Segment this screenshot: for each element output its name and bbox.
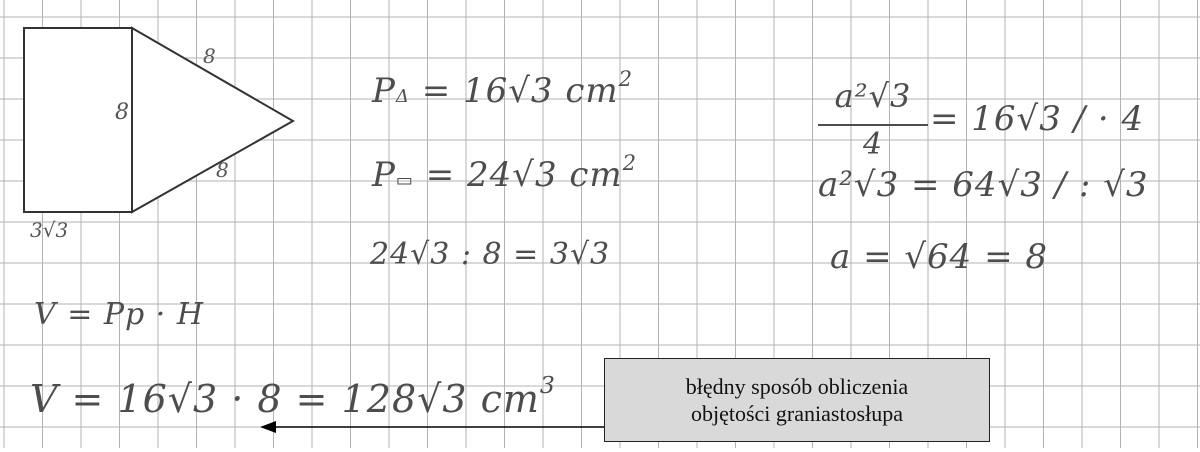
fraction-bar [818, 124, 928, 126]
volume-formula: V = Pp · H [34, 297, 205, 332]
area-triangle-line: PΔ = 16√3 cm2 [372, 68, 633, 111]
volume-calculation-line: V = 16√3 · 8 = 128√3 cm3 [30, 373, 556, 421]
callout-arrow [260, 421, 604, 433]
label-side-middle: 8 [115, 100, 129, 125]
area-triangle-symbol: P [372, 71, 396, 111]
volume-calculation: V = 16√3 · 8 = 128√3 cm [30, 377, 540, 421]
area-rectangle-exponent: 2 [622, 150, 638, 175]
area-triangle-subscript: Δ [395, 86, 410, 107]
area-rectangle-subscript: ▭ [395, 170, 414, 191]
equation-1-rhs: = 16√3 / · 4 [930, 99, 1145, 139]
equation-2: a²√3 = 64√3 / : √3 [818, 165, 1149, 205]
callout-line-1: błędny sposób obliczenia [685, 373, 909, 399]
area-triangle-value: = 16√3 cm [421, 71, 619, 111]
fraction-numerator: a²√3 [834, 77, 912, 115]
fraction-denominator: 4 [862, 127, 884, 162]
prism-net-figure [23, 26, 296, 214]
division-line: 24√3 : 8 = 3√3 [370, 237, 611, 272]
equation-3: a = √64 = 8 [830, 237, 1049, 277]
volume-exponent: 3 [539, 371, 556, 399]
area-rectangle-line: P▭ = 24√3 cm2 [372, 152, 637, 195]
area-rectangle-symbol: P [372, 155, 396, 195]
area-triangle-exponent: 2 [618, 66, 634, 91]
triangle-face [131, 26, 296, 214]
label-side-triangle-lower: 8 [216, 158, 229, 182]
error-callout-box: błędny sposób obliczenia objętości grani… [604, 358, 990, 442]
callout-line-2: objętości graniastosłupa [690, 401, 903, 426]
label-side-bottom: 3√3 [30, 218, 69, 242]
label-side-triangle: 8 [203, 44, 216, 68]
rectangle-face [23, 27, 133, 213]
area-rectangle-value: = 24√3 cm [425, 155, 623, 195]
